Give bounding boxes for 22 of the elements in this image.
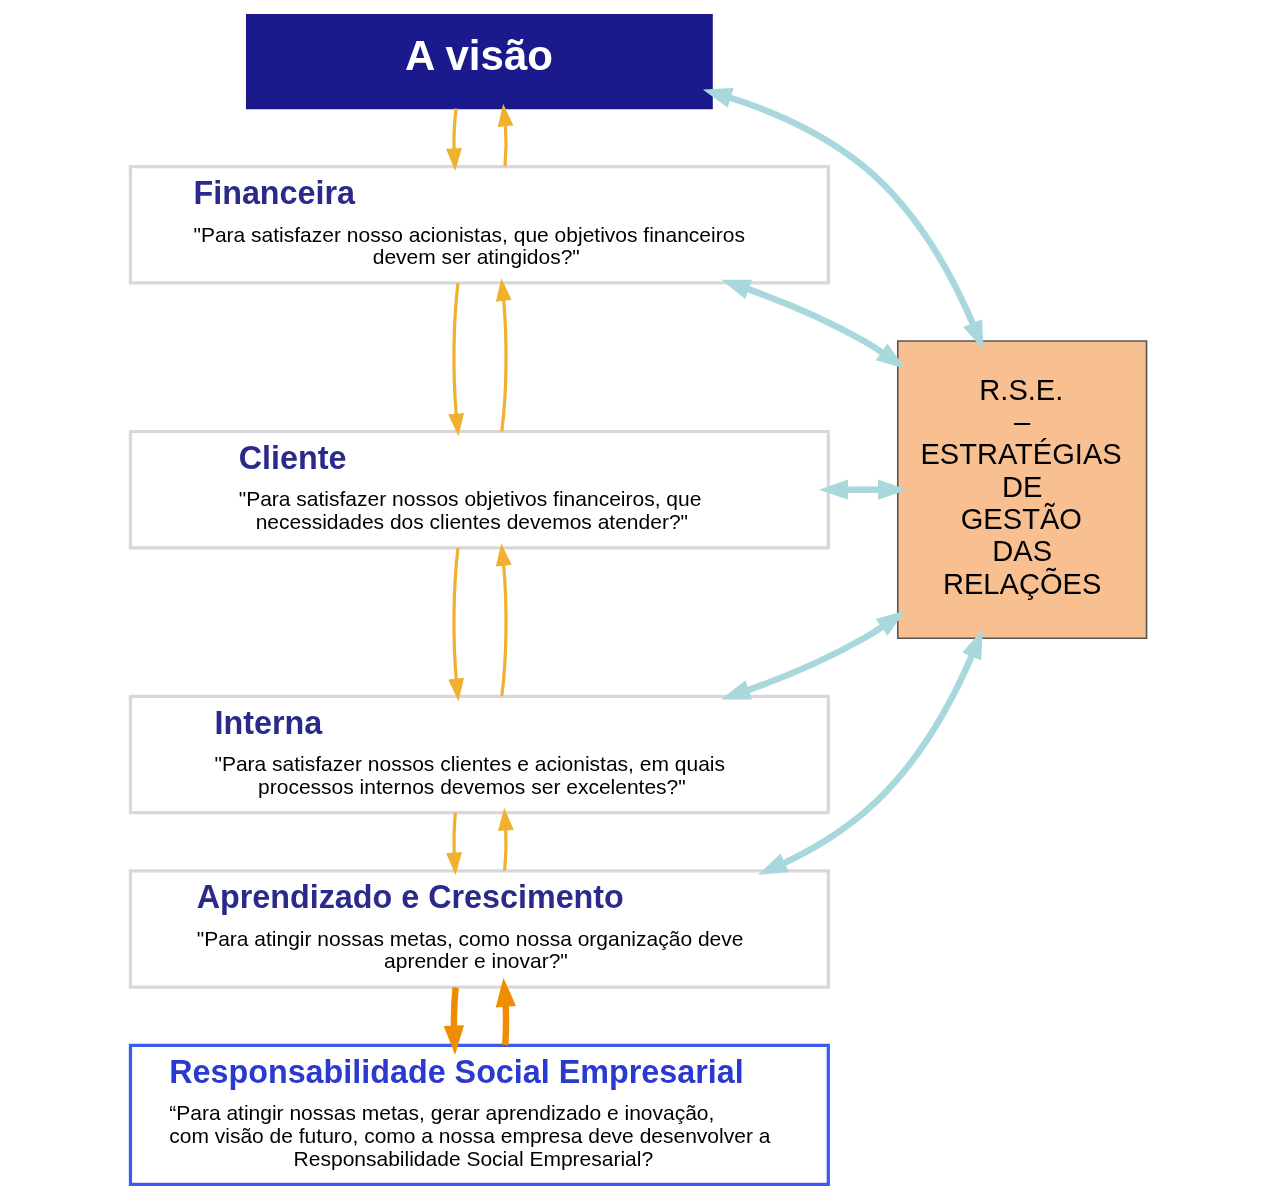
- arrow: [447, 547, 464, 702]
- arrow: [495, 543, 512, 697]
- arrow: [497, 103, 513, 167]
- arrow: [720, 610, 905, 700]
- node-box: Financeira "Para satisfazer nosso acionistas, que objetivos financeiros devem ser atingidos?": [128, 164, 830, 285]
- arrow: [720, 279, 905, 369]
- arrow: [757, 629, 983, 875]
- arrow: [818, 479, 907, 500]
- arrow: [445, 108, 462, 172]
- node-box: Interna "Para satisfazer nossos clientes e acionistas, em quais processos internos devemos ser excelentes?": [128, 694, 830, 815]
- arrow: [702, 88, 984, 350]
- node-box: A visão: [245, 13, 713, 110]
- arrow: [495, 977, 516, 1046]
- arrow: [443, 987, 464, 1055]
- arrow: [445, 812, 462, 876]
- node-box: Responsabilidade Social Empresarial “Para atingir nossas metas, gerar aprendizado e inovação, com visão de futuro, como a nossa empresa deve desenvolver a Responsabilidade Social Empresarial?: [128, 1043, 830, 1186]
- node-box: R.S.E. – ESTRATÉGIAS DE GESTÃO DAS RELAÇÕES: [896, 340, 1147, 640]
- arrow: [497, 807, 514, 871]
- node-box: Aprendizado e Crescimento "Para atingir nossas metas, como nossa organização deve aprender e inovar?": [128, 869, 830, 989]
- node-box: Cliente "Para satisfazer nossos objetivos financeiros, que necessidades dos clientes devemos atender?": [128, 429, 830, 550]
- arrow: [447, 282, 464, 437]
- arrow: [495, 278, 512, 432]
